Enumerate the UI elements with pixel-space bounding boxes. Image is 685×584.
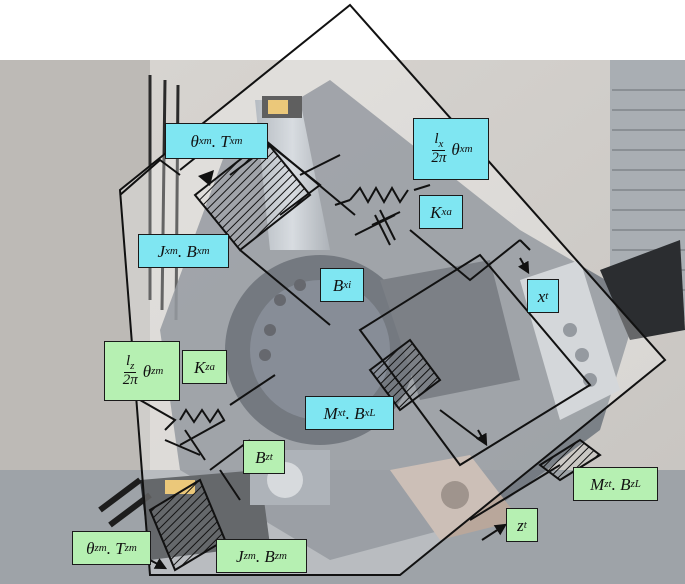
x-axis-schematic <box>119 129 602 541</box>
label-theta-zm-sub: zm <box>94 541 107 554</box>
label-J-zm-symbol: J <box>236 546 244 566</box>
label-M-xt-sub: xt <box>337 406 346 419</box>
label-z-t-sub: t <box>523 518 527 531</box>
label-M-zt-sep: . <box>611 474 616 494</box>
label-torque-zm-sub: zm <box>124 541 137 554</box>
label-theta-zm-symbol: θ <box>86 538 95 558</box>
label-J-xm-symbol: J <box>157 241 165 261</box>
numerator-z-sub: z <box>130 360 135 372</box>
fraction-denominator: 2π <box>431 150 447 166</box>
fraction-numerator: lx <box>432 131 446 151</box>
label-torque-xm-sub: xm <box>229 134 243 147</box>
label-x-t-symbol: x <box>537 286 546 306</box>
label-x-t-sub: t <box>545 289 549 302</box>
numerator-z-symbol: l <box>125 353 131 369</box>
label-K-za-symbol: K <box>193 357 206 377</box>
label-K-xa-symbol: K <box>430 202 442 222</box>
theta-z-sub: zm <box>151 364 164 377</box>
label-theta-zm-sep: . <box>106 538 111 558</box>
label-B-xi-sub: xi <box>343 278 352 291</box>
label-B-xL-sub: xL <box>364 406 376 419</box>
fraction-lx-2pi: lx 2π <box>429 132 448 166</box>
numerator-symbol: l <box>434 131 439 147</box>
label-B-zt-sub: zt <box>265 450 273 463</box>
label-B-xm-symbol: B <box>186 241 197 261</box>
label-J-zm-sub: zm <box>243 549 256 562</box>
label-B-zL-sub: zL <box>630 477 641 490</box>
label-B-zm-symbol: B <box>264 546 275 566</box>
label-z-t-symbol: z <box>517 515 524 535</box>
label-M-xt-symbol: M <box>323 403 338 423</box>
fraction-lz-2pi: lz 2π <box>121 354 140 388</box>
label-torque-xm-symbol: T <box>220 131 230 151</box>
label-M-zt-sub: zt <box>604 477 612 490</box>
label-B-zt-symbol: B <box>255 447 266 467</box>
label-theta-xm-sep: . <box>211 131 216 151</box>
label-B-xL-symbol: B <box>354 403 365 423</box>
label-J-zm-sep: . <box>255 546 261 566</box>
label-J-xm-sep: . <box>177 241 183 261</box>
theta-z-symbol: θ <box>142 361 152 381</box>
theta-sub: xm <box>459 142 473 155</box>
label-B-xi-symbol: B <box>332 275 344 295</box>
numerator-sub: x <box>438 138 444 150</box>
z-axis-schematic <box>139 374 276 572</box>
label-B-zm-sub: zm <box>274 549 287 562</box>
fraction-numerator-z: lz <box>123 353 137 373</box>
label-B-zL-symbol: B <box>620 474 631 494</box>
label-K-za-sub: za <box>205 360 216 373</box>
label-J-xm-sub: xm <box>165 244 178 257</box>
label-K-xa-sub: xa <box>441 205 452 218</box>
fraction-denominator-z: 2π <box>122 372 138 388</box>
label-M-zt-symbol: M <box>590 474 605 494</box>
label-torque-zm-symbol: T <box>115 538 125 558</box>
theta-symbol: θ <box>451 139 460 159</box>
torque-direction-arrow <box>198 170 214 186</box>
label-theta-xm-sub: xm <box>198 134 212 147</box>
label-theta-xm-symbol: θ <box>190 131 199 151</box>
label-M-xt-sep: . <box>345 403 350 423</box>
label-B-xm-sub: xm <box>196 244 210 257</box>
